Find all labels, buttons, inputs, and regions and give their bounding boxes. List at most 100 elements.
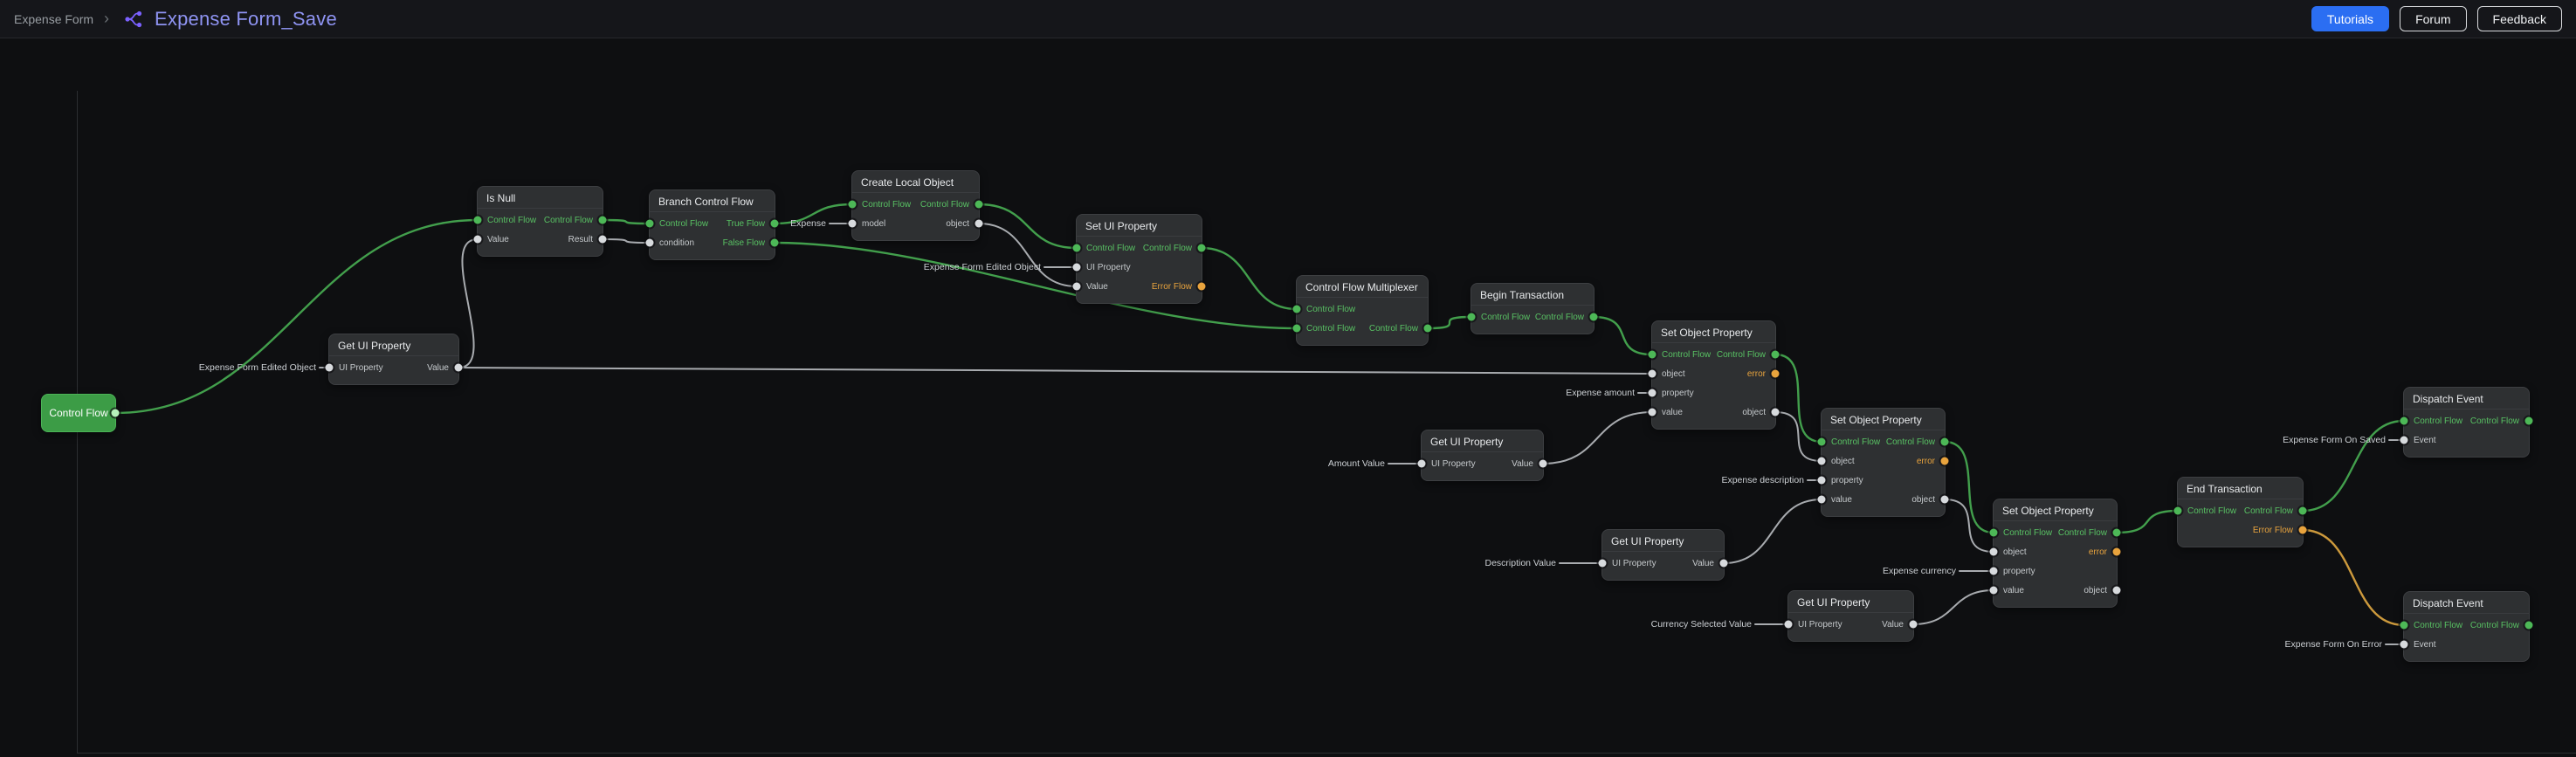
port-dot[interactable] (1589, 313, 1598, 321)
port-dot[interactable] (1072, 244, 1081, 252)
wire-value-label[interactable]: Expense Form On Saved (2283, 435, 2386, 445)
port-dot[interactable] (1909, 620, 1918, 629)
port-dot[interactable] (2173, 506, 2182, 515)
port-dot[interactable] (645, 219, 654, 228)
port-dot[interactable] (770, 219, 779, 228)
port-dot[interactable] (1940, 457, 1949, 465)
port-dot[interactable] (1648, 350, 1656, 359)
node-control-flow[interactable]: Control Flow (41, 394, 120, 432)
port-dot[interactable] (598, 216, 607, 224)
port-dot[interactable] (2400, 621, 2408, 630)
port-dot[interactable] (2524, 416, 2533, 425)
port-dot[interactable] (1072, 282, 1081, 291)
wire-value-label[interactable]: Expense description (1721, 475, 1804, 485)
wire-value-label[interactable]: Description Value (1484, 558, 1556, 568)
port-dot[interactable] (1648, 408, 1656, 416)
port-dot[interactable] (1197, 244, 1206, 252)
port-dot[interactable] (1989, 547, 1998, 556)
port-dot[interactable] (2112, 528, 2121, 537)
port-dot[interactable] (1292, 305, 1301, 313)
port-dot[interactable] (2112, 547, 2121, 556)
port-dot[interactable] (1719, 559, 1728, 568)
port-dot[interactable] (1771, 408, 1780, 416)
wire-value-label[interactable]: Currency Selected Value (1650, 619, 1752, 630)
port-dot[interactable] (1989, 567, 1998, 575)
wire-value-label[interactable]: Expense currency (1882, 566, 1956, 576)
breadcrumb-chevron-icon: › (104, 9, 110, 27)
port-dot[interactable] (1423, 324, 1432, 333)
wire-value-label[interactable]: Expense Form Edited Object (198, 362, 316, 373)
port-dot[interactable] (2400, 640, 2408, 649)
port-dot[interactable] (2298, 526, 2307, 534)
port-dot[interactable] (1539, 459, 1547, 468)
port-dot[interactable] (1467, 313, 1476, 321)
port-dot[interactable] (2400, 416, 2408, 425)
port-dot[interactable] (1940, 495, 1949, 504)
port-dot[interactable] (1771, 350, 1780, 359)
port-dot[interactable] (770, 238, 779, 247)
port-dot[interactable] (1817, 495, 1826, 504)
port-dot[interactable] (975, 219, 983, 228)
wire-value-label[interactable]: Expense amount (1566, 388, 1635, 398)
feedback-button[interactable]: Feedback (2476, 6, 2562, 31)
port-dot[interactable] (1989, 586, 1998, 595)
port-dot[interactable] (1784, 620, 1793, 629)
breadcrumb-item[interactable]: Expense Form (14, 11, 94, 26)
port-dot[interactable] (2298, 506, 2307, 515)
wire-value-label[interactable]: Expense Form On Error (2284, 639, 2382, 650)
port-dot[interactable] (1989, 528, 1998, 537)
port-dot[interactable] (848, 219, 857, 228)
wire-value-label[interactable]: Expense (790, 218, 826, 229)
port-dot[interactable] (1292, 324, 1301, 333)
port-dot[interactable] (473, 235, 482, 244)
port-dot[interactable] (1417, 459, 1426, 468)
port-dot[interactable] (1817, 476, 1826, 485)
port-dot[interactable] (645, 238, 654, 247)
port-dot[interactable] (975, 200, 983, 209)
forum-button[interactable]: Forum (2400, 6, 2467, 31)
tutorials-button[interactable]: Tutorials (2311, 6, 2390, 31)
port-dot[interactable] (2400, 436, 2408, 444)
port-dot[interactable] (1940, 437, 1949, 446)
wire-value-label[interactable]: Expense Form Edited Object (923, 262, 1041, 272)
port-dot[interactable] (1648, 369, 1656, 378)
port-dot[interactable] (1771, 369, 1780, 378)
port-dot[interactable] (848, 200, 857, 209)
port-dot[interactable] (2524, 621, 2533, 630)
port-dot[interactable] (111, 409, 120, 417)
port-dot[interactable] (2112, 586, 2121, 595)
port-dot[interactable] (325, 363, 334, 372)
port-dot[interactable] (1817, 437, 1826, 446)
port-dot[interactable] (598, 235, 607, 244)
wire-value-label[interactable]: Amount Value (1327, 458, 1385, 469)
port-dot[interactable] (473, 216, 482, 224)
port-label: Control Flow (1368, 323, 1418, 334)
node-title: Set Object Property (1652, 321, 1775, 343)
port-dot[interactable] (1072, 263, 1081, 272)
port-dot[interactable] (1598, 559, 1607, 568)
port-dot[interactable] (454, 363, 463, 372)
port-dot[interactable] (1817, 457, 1826, 465)
port-dot[interactable] (1648, 389, 1656, 397)
port-dot[interactable] (1197, 282, 1206, 291)
